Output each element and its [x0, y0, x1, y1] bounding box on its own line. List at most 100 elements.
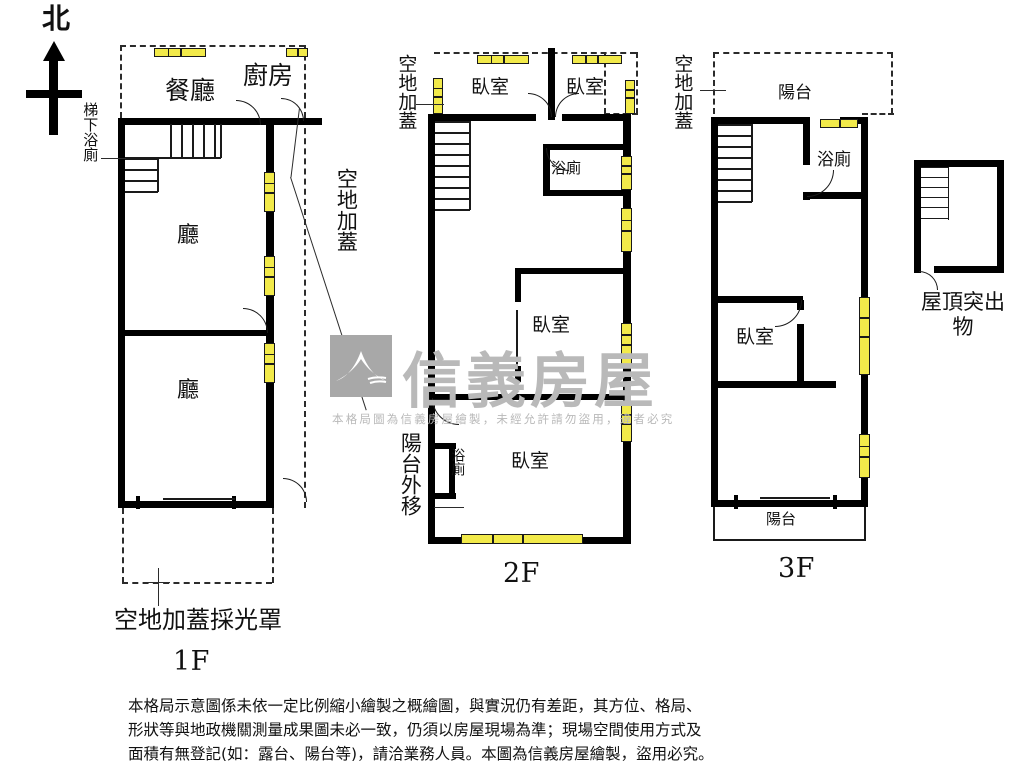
leader-understair-bath: [101, 158, 126, 160]
wall-bath2f-lower-right: [449, 443, 455, 499]
stairs-1f-lower: [125, 158, 159, 193]
balcony-3f-right: [864, 507, 866, 541]
floor-label-3f: 3F: [778, 553, 815, 584]
stairs-2f: [435, 121, 471, 211]
wall-2f-mid-bottom: [428, 394, 628, 400]
dashed-outline-bottom-left: [122, 508, 124, 583]
wall-bath2f-top: [543, 144, 625, 150]
wall-1f-bottom: [118, 501, 274, 508]
wall-2f-top-right: [562, 114, 630, 121]
window-2f-right-3: [621, 323, 632, 365]
wall-3f-bed-bottom: [711, 381, 836, 388]
label-2f-bedroom-front-left: 臥室: [471, 76, 510, 98]
leader-skylight: [158, 568, 160, 606]
label-2f-bathroom-upper: 浴廁: [551, 159, 582, 177]
wall-1f-top: [118, 118, 268, 125]
dashed-outline-bottom: [122, 582, 272, 584]
label-roof-structure: 屋頂突出物: [921, 290, 1005, 339]
floor-label-2f: 2F: [503, 558, 540, 589]
wall-2f-mid-left-stub: [515, 268, 521, 302]
wall-bath2f-bottom: [543, 190, 628, 196]
label-2f-bedroom-middle: 臥室: [532, 314, 571, 336]
compass-label: 北: [42, 2, 71, 35]
wall-rf-left: [914, 160, 921, 273]
wall-3f-bath-bottom: [803, 192, 865, 199]
door-jamb-left: [136, 496, 140, 509]
label-2f-open-area-cover: 空地加蓋: [395, 54, 418, 130]
disclaimer-line-2: 形狀等與地政機關測量成果圖未必一致，仍須以房屋現場為準；現場空間使用方式及: [128, 721, 702, 740]
dashed-2f-top: [434, 52, 636, 54]
label-2f-bedroom-front-right: 臥室: [566, 76, 605, 98]
wall-3f-top-left: [711, 117, 807, 124]
dashed-3f-right: [891, 52, 893, 114]
leader-3f-open-area: [700, 90, 726, 92]
label-living-room-upper: 廳: [177, 223, 200, 248]
disclaimer-line-1: 本格局示意圖係未依一定比例縮小繪製之概繪圖，與實況仍有差距，其方位、格局、: [128, 697, 702, 715]
window-1f-right-3: [264, 343, 275, 383]
window-2f-right-2: [621, 208, 632, 252]
balcony-sill-3f: [760, 497, 830, 499]
opening-2f-mid: [516, 310, 518, 368]
label-living-room-lower: 廳: [177, 378, 200, 403]
window-2f-bed-left: [477, 55, 529, 64]
wall-rf-bottom: [934, 266, 1004, 273]
wall-1f-left: [118, 118, 125, 508]
door-3f-bedroom-icon: [775, 300, 802, 327]
balcony-3f-bottom: [713, 539, 866, 541]
compass-arrowhead: [43, 41, 65, 61]
window-2f-right-4: [621, 404, 632, 442]
door-jamb-3f-right: [833, 495, 837, 509]
wall-bath2f-left: [543, 144, 550, 196]
wall-1f-right: [266, 118, 274, 508]
dashed-3f-left: [713, 52, 715, 114]
label-3f-bedroom: 臥室: [736, 326, 775, 348]
floor-label-1f: 1F: [173, 646, 210, 677]
dashed-outline-bottom-right: [272, 508, 274, 583]
floor-1f: 餐廳 廚房 廳 廳 梯下浴廁 空地加蓋 空地加蓋採光罩 1F: [0, 0, 367, 690]
window-2f-bed-right: [572, 55, 622, 64]
dashed-outline-top: [120, 45, 305, 47]
label-dining-room: 餐廳: [165, 76, 216, 105]
stairs-rf: [921, 167, 950, 220]
wall-3f-bed-right: [797, 324, 804, 386]
wall-2f-mid-top: [515, 268, 625, 274]
window-kitchen: [286, 48, 308, 57]
label-2f-bedroom-rear: 臥室: [511, 450, 550, 472]
window-3f-right-1: [859, 297, 870, 375]
wall-bath2f-lower-top: [432, 443, 456, 449]
label-3f-open-area-cover: 空地加蓋: [671, 54, 694, 130]
dashed-outline-right: [304, 118, 306, 508]
window-dining: [154, 48, 206, 57]
wall-3f-bottom: [711, 500, 868, 507]
window-2f-right-top: [625, 80, 635, 114]
wall-2f-mid-left-stub2: [515, 366, 521, 382]
leader-2f-open-area: [416, 104, 444, 106]
floor-3f: 陽台 浴廁 臥室 陽台 空地加蓋 3F: [671, 52, 894, 584]
door-rf-icon: [919, 271, 938, 290]
entry-sill: [163, 498, 235, 500]
wall-rf-top: [914, 160, 1004, 167]
wall-3f-left: [711, 117, 718, 507]
wall-3f-bath-left: [803, 117, 810, 165]
label-kitchen: 廚房: [243, 61, 294, 90]
disclaimer-line-3: 面積有無登記(如：露台、陽台等)，請洽業務人員。本圖為信義房屋繪製，盜用必究。: [128, 745, 714, 764]
label-2f-bathroom-lower: 浴廁: [449, 448, 466, 476]
compass-crossbar: [26, 90, 82, 98]
leader-2f-balcony: [434, 507, 464, 509]
roof-structure: 屋頂突出物: [900, 150, 1024, 350]
stairs-1f-upper: [125, 124, 222, 159]
wall-1f-top-kitchen: [268, 118, 322, 125]
wall-2f-top-left: [428, 114, 536, 121]
label-skylight-cover: 空地加蓋採光罩: [114, 606, 282, 634]
dashed-3f-top: [713, 52, 893, 54]
label-understair-bath: 梯下浴廁: [81, 102, 100, 162]
wall-2f-front-partition: [548, 48, 555, 120]
wall-3f-bath-left-stub: [803, 192, 810, 200]
dashed-outline-top-left: [120, 45, 122, 118]
wall-1f-partition: [118, 330, 268, 336]
label-3f-balcony-rear: 陽台: [766, 510, 797, 528]
wall-3f-bed-top: [711, 296, 803, 303]
stairs-3f: [718, 124, 753, 203]
door-jamb-3f-left: [734, 495, 738, 509]
